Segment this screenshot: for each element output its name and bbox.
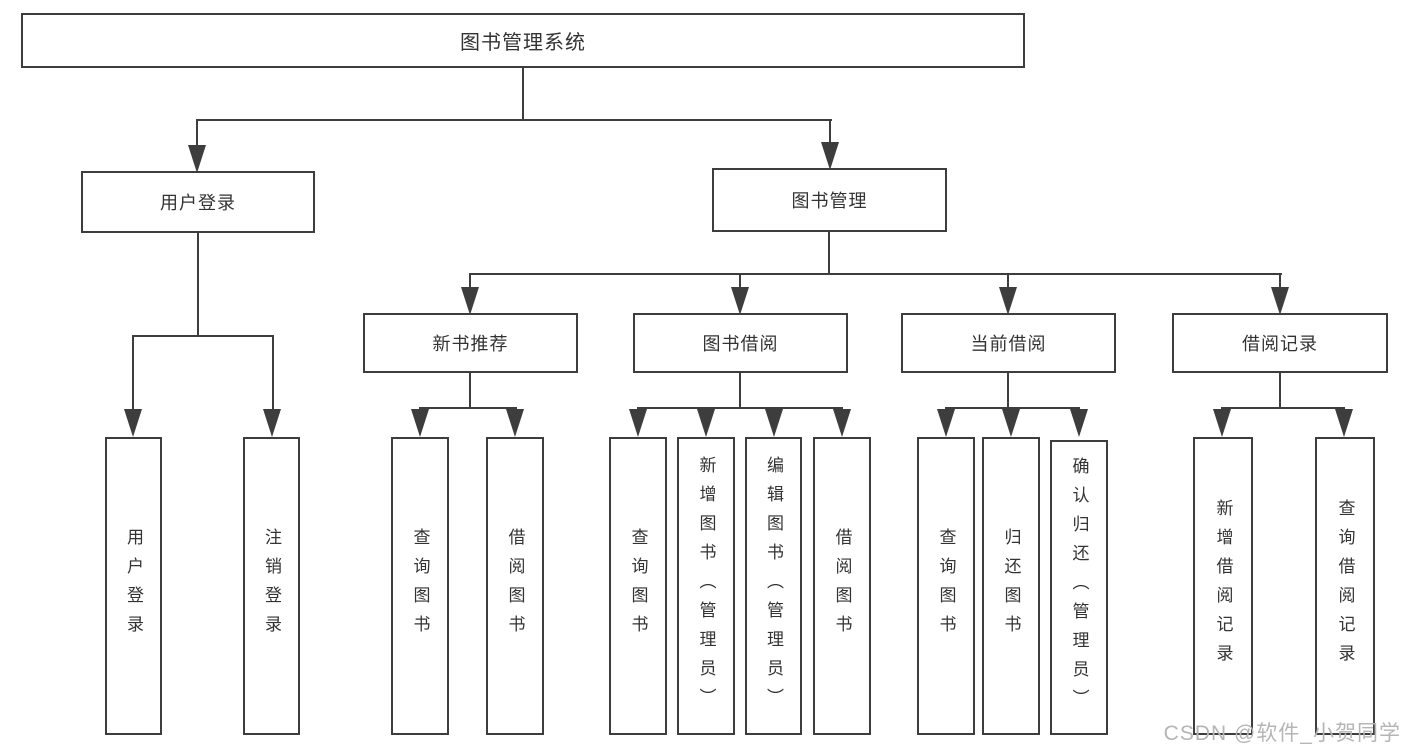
connector-current-borrow-stem [1007, 373, 1009, 409]
node-book-mgmt: 图书管理 [712, 168, 947, 232]
leaf-query-books-recommend-label: 查询图书 [410, 528, 430, 644]
leaf-query-books-borrow-label: 查询图书 [628, 528, 648, 644]
connector-book-mgmt-horizontal [469, 273, 1282, 275]
connector-new-book-stem [469, 373, 471, 409]
arrowhead-g3-edit [765, 409, 783, 437]
node-new-book-recommend: 新书推荐 [363, 313, 578, 373]
node-root-label: 图书管理系统 [460, 32, 586, 54]
connector-user-login-horizontal [132, 335, 274, 337]
leaf-user-login: 用户登录 [105, 437, 162, 735]
leaf-edit-book-admin-label: 编辑图书（管理员） [764, 455, 783, 717]
arrowhead-current-borrow [999, 287, 1017, 315]
arrowhead-g5-query [1335, 409, 1353, 437]
node-book-borrow-label: 图书借阅 [702, 334, 779, 354]
arrowhead-book-mgmt [821, 142, 839, 170]
leaf-return-book-label: 归还图书 [1001, 528, 1021, 644]
arrowhead-g2-query [411, 409, 429, 437]
connector-borrow-record-horizontal [1221, 407, 1345, 409]
arrowhead-g4-query [937, 409, 955, 437]
leaf-add-borrow-record: 新增借阅记录 [1193, 437, 1253, 735]
watermark-text: CSDN @软件_小贺同学 [1163, 722, 1401, 745]
connector-book-mgmt-stem [828, 232, 830, 275]
leaf-borrow-books-recommend-label: 借阅图书 [505, 528, 525, 644]
leaf-add-book-admin-label: 新增图书（管理员） [696, 455, 716, 717]
leaf-edit-book-admin: 编辑图书（管理员） [745, 437, 802, 735]
node-root: 图书管理系统 [21, 13, 1025, 68]
connector-current-borrow-horizontal [945, 407, 1080, 409]
node-user-login: 用户登录 [81, 171, 315, 233]
arrowhead-user-login [188, 145, 206, 173]
leaf-user-login-label: 用户登录 [124, 528, 143, 644]
arrowhead-leaf-login [124, 409, 142, 437]
node-borrow-record: 借阅记录 [1172, 313, 1388, 373]
connector-book-borrow-horizontal [637, 407, 843, 409]
leaf-query-books-current: 查询图书 [917, 437, 975, 735]
leaf-add-book-admin: 新增图书（管理员） [677, 437, 735, 735]
connector-to-book-mgmt [829, 119, 831, 146]
node-user-login-label: 用户登录 [160, 193, 236, 213]
arrowhead-g3-borrow [833, 409, 851, 437]
connector-to-book-borrow [739, 273, 741, 291]
leaf-logout-label: 注销登录 [262, 528, 281, 644]
leaf-borrow-books: 借阅图书 [813, 437, 871, 735]
leaf-confirm-return-admin-label: 确认归还（管理员） [1069, 457, 1089, 718]
arrowhead-g4-confirm [1070, 409, 1088, 437]
connector-to-leaf-logout [272, 335, 274, 413]
connector-root-stem [522, 68, 524, 121]
node-current-borrow: 当前借阅 [901, 313, 1116, 373]
leaf-query-books-borrow: 查询图书 [609, 437, 667, 735]
leaf-query-borrow-record: 查询借阅记录 [1315, 437, 1375, 735]
leaf-borrow-books-recommend: 借阅图书 [486, 437, 544, 735]
leaf-query-books-recommend: 查询图书 [391, 437, 449, 735]
leaf-query-books-current-label: 查询图书 [936, 528, 956, 644]
arrowhead-g3-add [697, 409, 715, 437]
arrowhead-g3-query [629, 409, 647, 437]
arrowhead-g4-return [1002, 409, 1020, 437]
connector-book-borrow-stem [739, 373, 741, 409]
node-borrow-record-label: 借阅记录 [1242, 334, 1318, 354]
node-book-borrow: 图书借阅 [633, 313, 848, 373]
leaf-logout: 注销登录 [243, 437, 300, 735]
arrowhead-borrow-record [1271, 287, 1289, 315]
leaf-add-borrow-record-label: 新增借阅记录 [1213, 499, 1233, 673]
connector-to-new-book [469, 273, 471, 291]
node-new-book-recommend-label: 新书推荐 [432, 334, 509, 354]
connector-to-leaf-login [132, 335, 134, 413]
arrowhead-book-borrow [731, 287, 749, 315]
node-book-mgmt-label: 图书管理 [791, 191, 868, 211]
arrowhead-g5-add [1213, 409, 1231, 437]
connector-to-current-borrow [1007, 273, 1009, 291]
arrowhead-leaf-logout [263, 409, 281, 437]
leaf-query-borrow-record-label: 查询借阅记录 [1335, 499, 1355, 673]
connector-root-horizontal [196, 119, 832, 121]
leaf-return-book: 归还图书 [982, 437, 1040, 735]
connector-borrow-record-stem [1279, 373, 1281, 409]
connector-to-user-login [196, 119, 198, 149]
connector-to-borrow-record [1279, 273, 1281, 291]
arrowhead-new-book [461, 287, 479, 315]
connector-new-book-horizontal [419, 407, 517, 409]
node-current-borrow-label: 当前借阅 [970, 334, 1047, 354]
leaf-borrow-books-label: 借阅图书 [832, 528, 852, 644]
connector-user-login-stem [197, 233, 199, 337]
arrowhead-g2-borrow [506, 409, 524, 437]
leaf-confirm-return-admin: 确认归还（管理员） [1050, 440, 1108, 735]
